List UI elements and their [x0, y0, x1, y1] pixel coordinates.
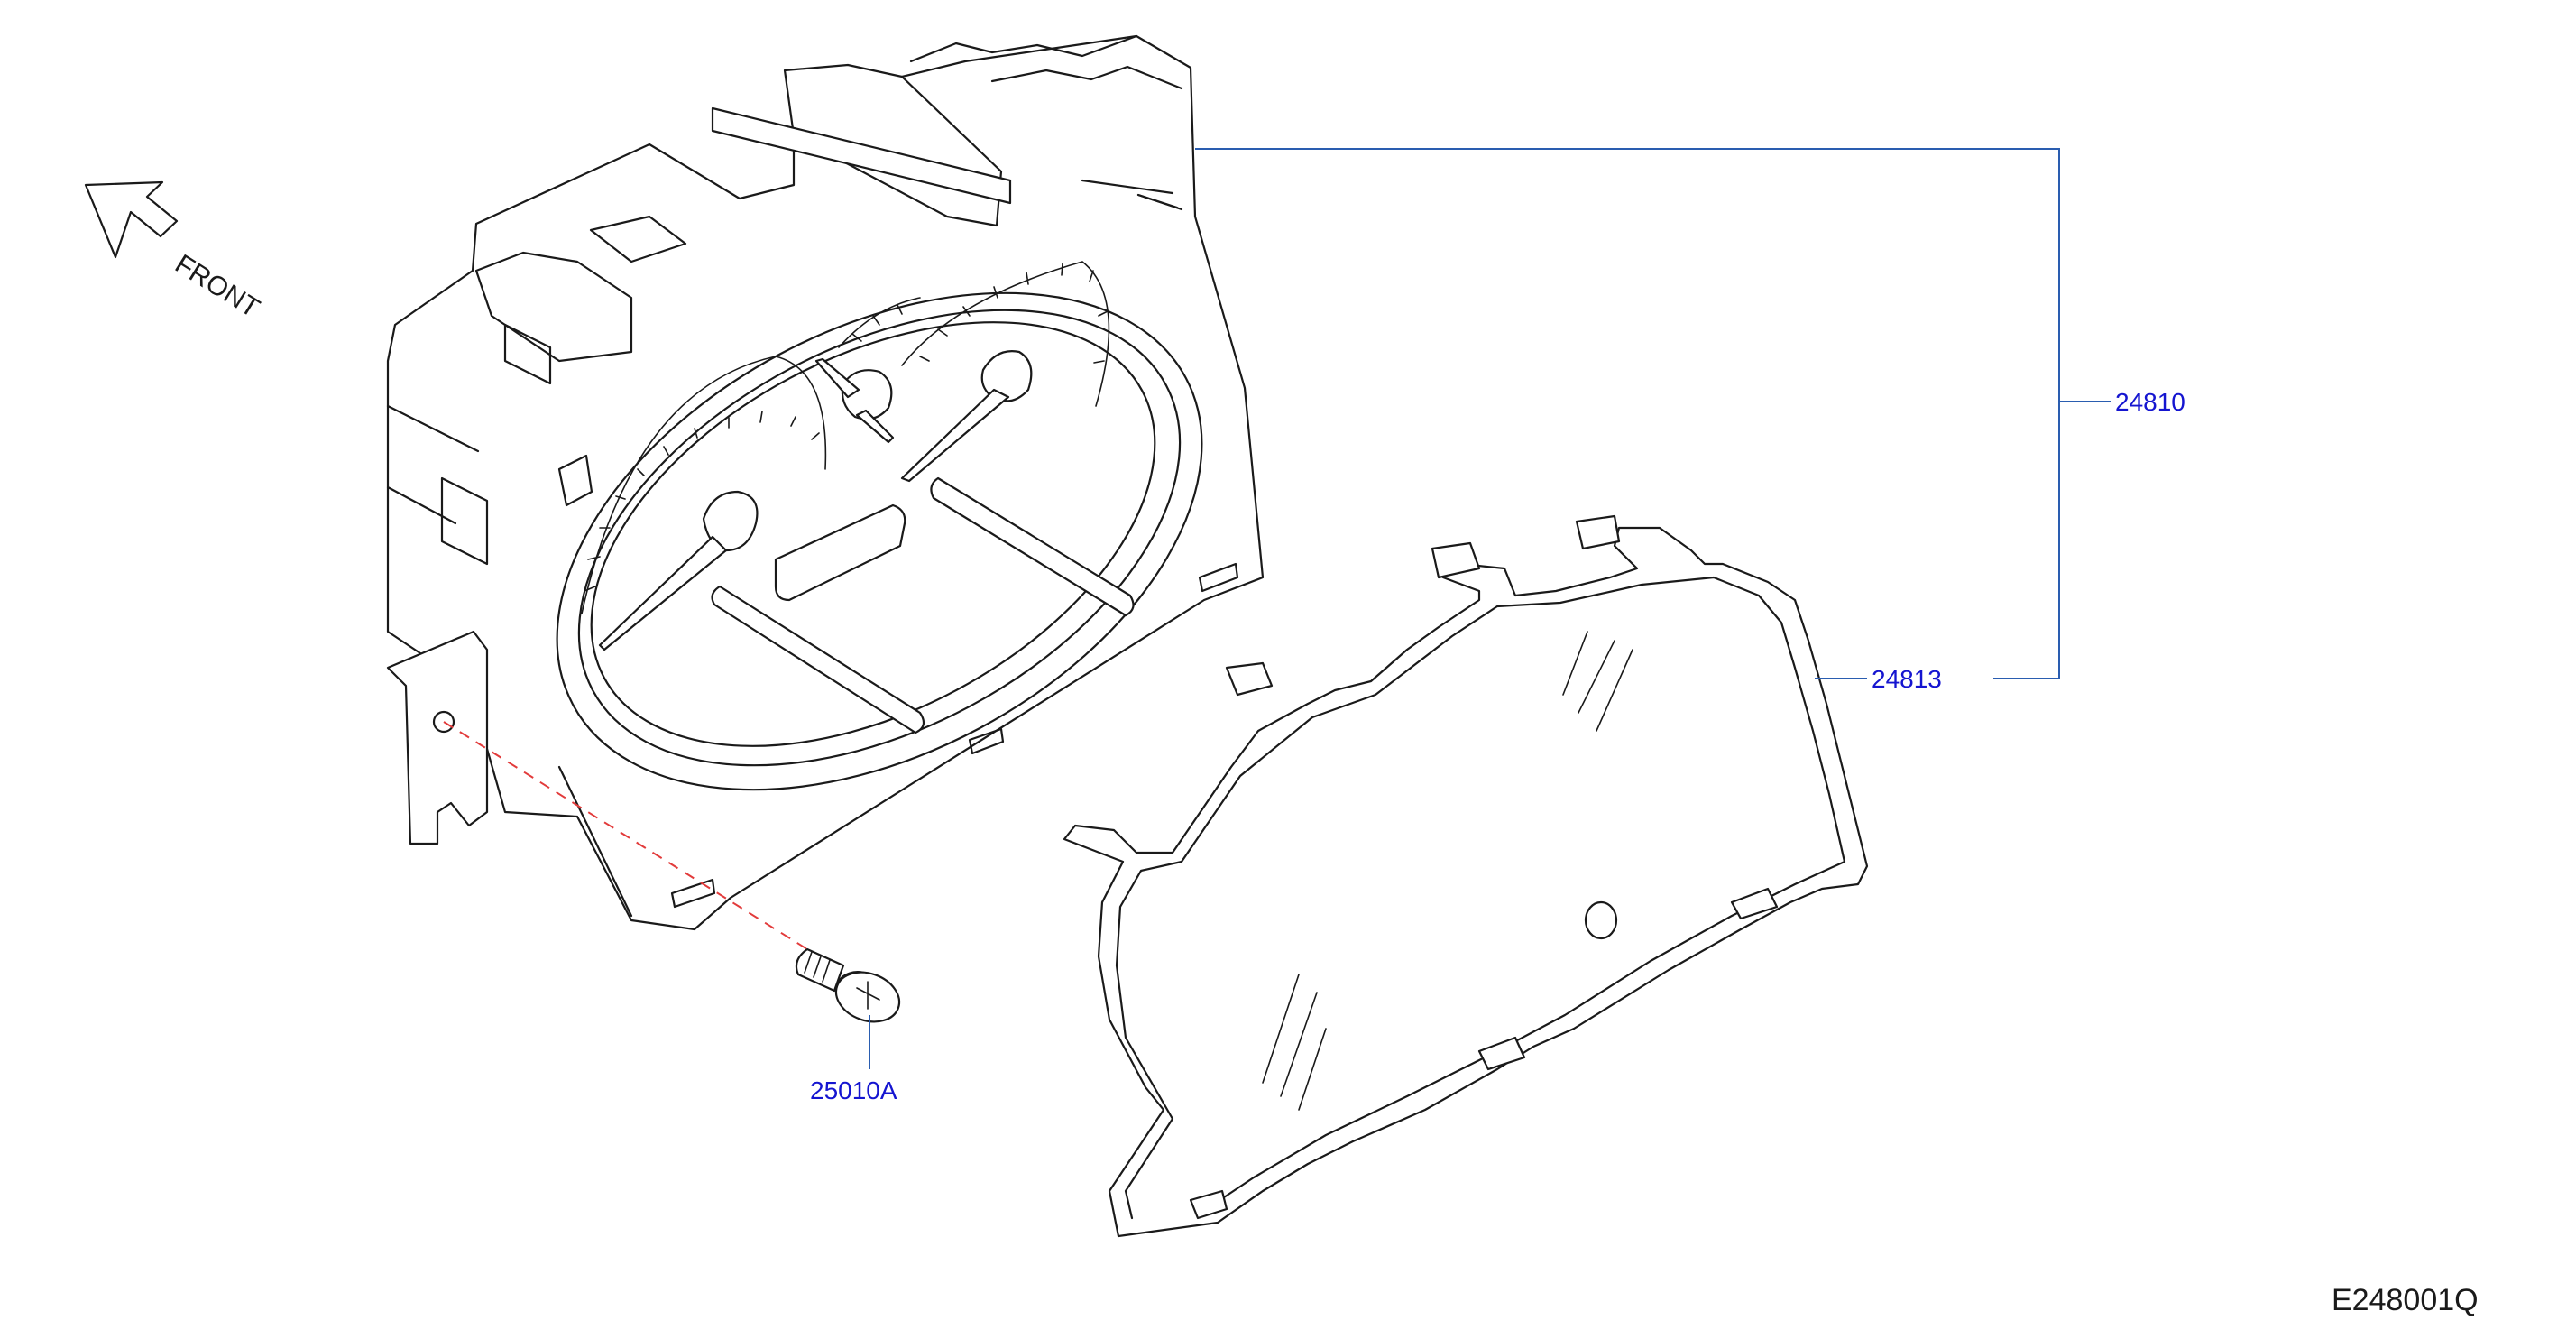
- front-arrow-icon: [84, 180, 179, 259]
- diagram-code: E248001Q: [2332, 1283, 2479, 1317]
- leader-lines: [869, 148, 2111, 1069]
- combination-meter-assembly: [386, 34, 1265, 931]
- front-label: FRONT: [170, 249, 264, 324]
- meter-cover-glass: [1063, 514, 1869, 1238]
- callout-25010a: 25010A: [810, 1076, 897, 1104]
- mounting-screw: [795, 947, 901, 1023]
- callout-24810: 24810: [2115, 388, 2185, 416]
- fastener-alignment-line: [443, 721, 808, 950]
- callout-24813: 24813: [1872, 665, 1942, 693]
